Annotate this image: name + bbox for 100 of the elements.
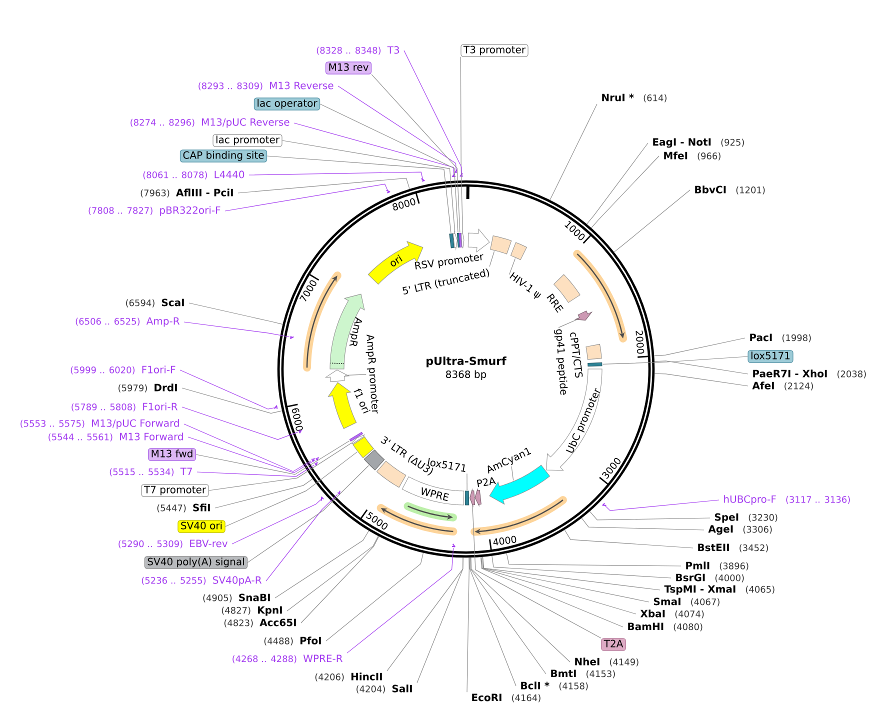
feature-block: [575, 310, 592, 321]
cut-site-label: (4905) SnaBI: [203, 594, 270, 602]
leader-line: [470, 557, 546, 674]
leader-line: [550, 104, 598, 200]
leader-line: [590, 156, 660, 228]
leader-line: [404, 50, 462, 175]
cut-site-label: AgeI (3306): [708, 525, 772, 535]
cut-site-label: BsrGI (4000): [676, 574, 744, 582]
feature-label: AmpR: [349, 316, 362, 346]
cut-site-label: (4827) KpnI: [222, 606, 282, 616]
leader-line: [482, 556, 660, 590]
leader-line: [654, 373, 748, 386]
feature-tag: T7 promoter: [141, 484, 209, 497]
leader-line: [248, 172, 424, 180]
cut-site-label: EagI - NotI (925): [653, 138, 744, 148]
primer-mark: [452, 173, 456, 178]
leader-line: [371, 74, 460, 232]
feature-box: WPRE: [402, 476, 464, 506]
cut-site-label: (4206) HincII: [315, 672, 382, 682]
leader-line: [188, 302, 283, 325]
primer-mark: [421, 178, 425, 182]
feature-tag: T2A: [601, 638, 626, 651]
feature-mark: [465, 490, 470, 506]
leader-line: [469, 557, 516, 686]
leader-line: [338, 86, 456, 171]
leader-line: [590, 511, 710, 520]
primer-label: (8328 .. 8348) T3: [316, 46, 399, 55]
leader-line: [184, 424, 312, 472]
leader-line: [196, 440, 350, 475]
primer-mark: [320, 496, 324, 501]
leader-line: [300, 536, 380, 624]
cut-site-label: NruI * (614): [602, 94, 666, 102]
leader-line: [232, 498, 322, 544]
leader-line: [188, 436, 316, 474]
cut-site-label: AfeI (2124): [752, 382, 813, 390]
cut-site-label: XbaI (4074): [640, 610, 704, 618]
primer-label: (8274 .. 8296) M13/pUC Reverse: [130, 118, 290, 128]
leader-line: [180, 370, 276, 410]
primer-label: (8293 .. 8309) M13 Reverse: [198, 82, 334, 90]
feature-tag: M13 fwd: [148, 448, 196, 461]
primer-label: (4268 .. 4288) WPRE-R: [232, 654, 343, 664]
feature-block: [350, 434, 365, 444]
cut-site-label: MfeI (966): [664, 152, 720, 160]
leader-line: [481, 556, 636, 614]
leader-line: [466, 557, 470, 692]
leader-line: [225, 452, 358, 527]
cut-site-label: BmtI (4153): [551, 670, 615, 678]
feature-block: [461, 232, 464, 248]
cut-site-label: PmlI (3896): [686, 562, 748, 570]
leader-line: [286, 536, 379, 612]
leader-line: [460, 56, 463, 232]
feature-tag: M13 rev: [325, 62, 372, 74]
leader-line: [492, 556, 672, 578]
leader-line: [266, 494, 338, 582]
leader-line: [602, 356, 748, 365]
feature-block: [452, 232, 458, 249]
leader-line: [604, 500, 720, 511]
cut-site-label: (6594) ScaI: [126, 298, 184, 308]
leader-line: [320, 104, 458, 233]
cut-site-label: BbvCI (1201): [695, 186, 765, 194]
cut-site-label: TspMI - XmaI (4065): [664, 585, 774, 595]
leader-line: [470, 557, 570, 662]
primer-mark: [311, 458, 315, 462]
feature-tag: SV40 poly(A) signal: [144, 556, 248, 569]
leader-line: [274, 530, 370, 598]
primer-mark: [460, 173, 463, 177]
feature-box: [352, 436, 374, 458]
primer-label: (6506 .. 6525) Amp-R: [76, 317, 180, 327]
feature-mark: [458, 232, 462, 248]
cut-site-label: (5979) DrdI: [118, 384, 177, 392]
feature-box: [449, 233, 454, 248]
leader-line: [184, 322, 290, 338]
primer-mark: [337, 490, 340, 495]
leader-line: [346, 548, 454, 654]
cut-site-label: (4823) Acc65I: [224, 618, 296, 628]
leader-line: [208, 443, 352, 491]
leader-line: [196, 464, 314, 477]
cut-site-label: BclI * (4158): [521, 682, 588, 690]
leader-line: [480, 556, 624, 628]
primer-label: (7808 .. 7827) pBR322ori-F: [88, 206, 220, 216]
feature-box: [456, 232, 460, 248]
leader-line: [506, 553, 682, 566]
leader-line: [508, 258, 516, 275]
primer-label: (5290 .. 5309) EBV-rev: [118, 540, 228, 548]
leader-line: [182, 406, 298, 440]
leader-line: [182, 388, 282, 414]
leader-line: [482, 556, 650, 602]
tick-label: 4000: [493, 536, 516, 546]
leader-line: [586, 142, 648, 224]
feature-mark: [588, 362, 602, 366]
leader-line: [581, 518, 704, 530]
leader-line: [294, 122, 454, 176]
primer-mark: [602, 502, 606, 506]
cut-site-label: SmaI (4067): [654, 598, 720, 606]
primer-label: hUBCpro-F (3117 .. 3136): [724, 495, 850, 505]
feature-box: [364, 450, 385, 470]
cut-site-label: NheI (4149): [575, 658, 638, 666]
feature-block: [326, 370, 349, 382]
primer-mark: [386, 190, 390, 194]
primer-mark: [316, 456, 319, 461]
